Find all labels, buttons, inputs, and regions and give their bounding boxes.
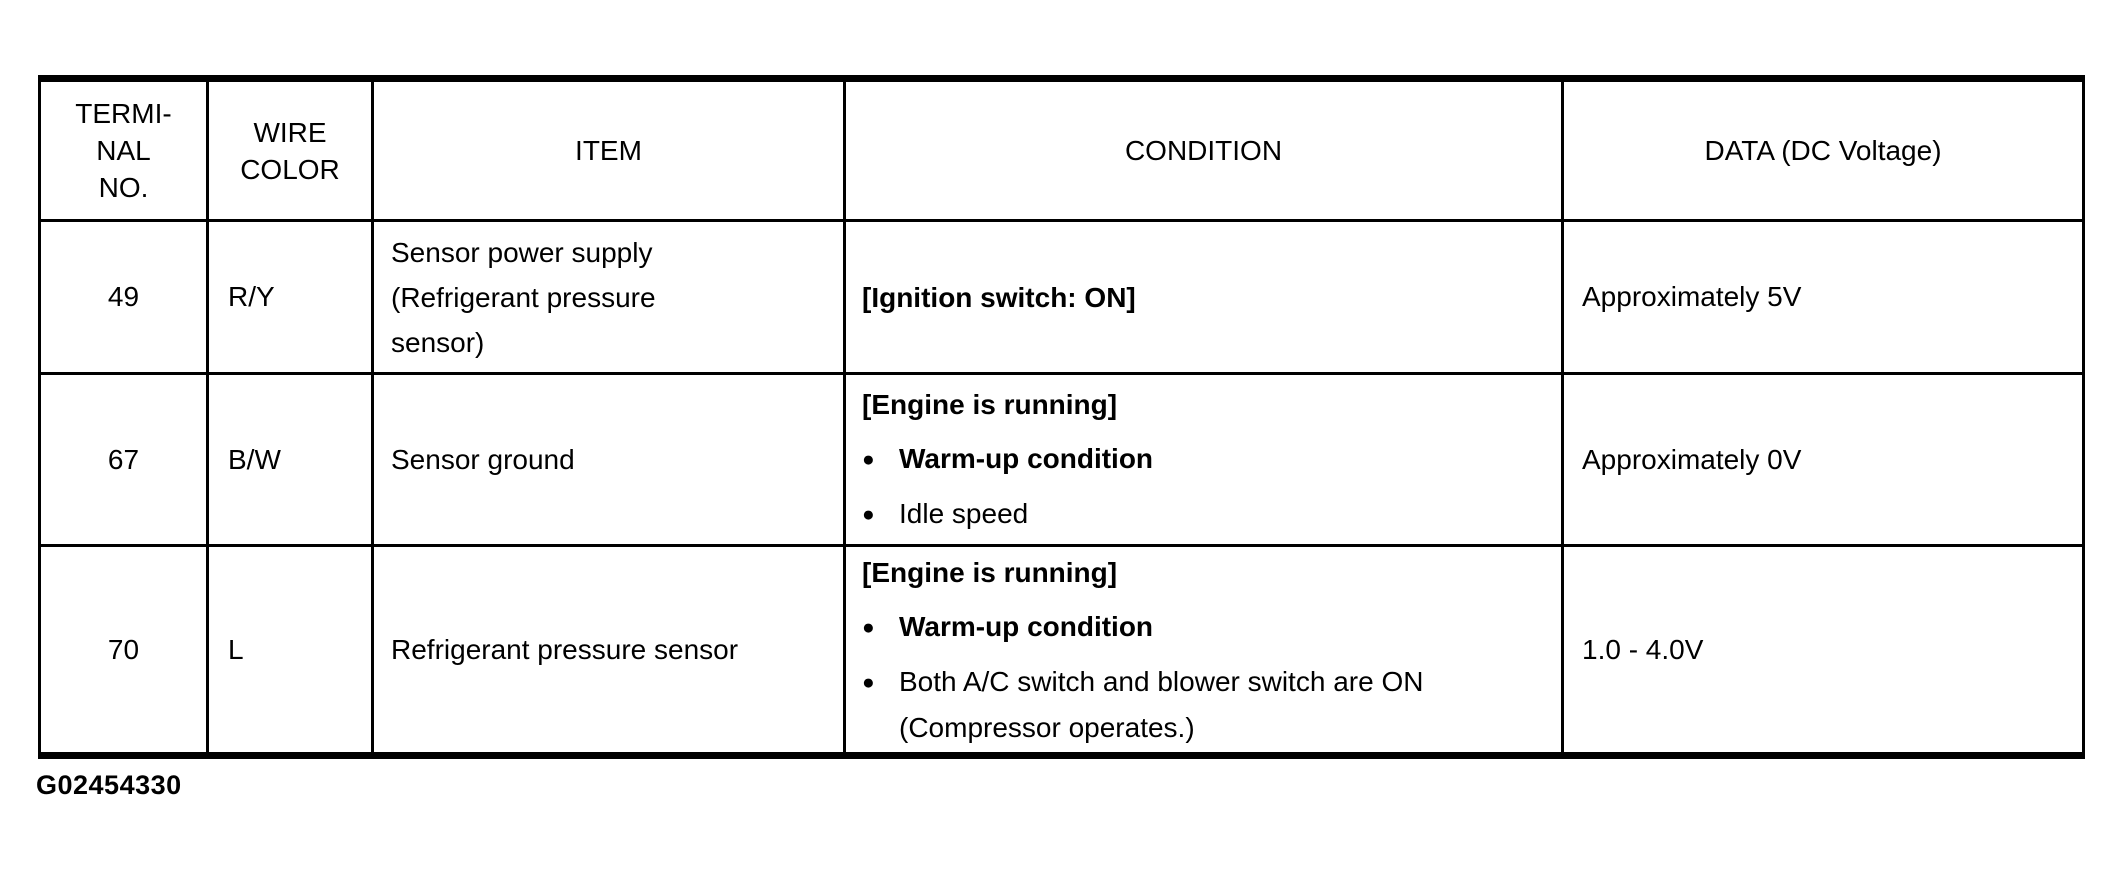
condition-line: ● Both A/C switch and blower switch are O… — [862, 665, 1560, 699]
condition-cell: [Engine is running] ● Warm-up condition ●… — [843, 372, 1564, 547]
condition-line: [Engine is running] — [862, 389, 1118, 420]
bullet-icon: ● — [862, 670, 875, 694]
item-cell: Sensor power supply (Refrigerant pressur… — [371, 219, 846, 375]
header-row: TERMI- NAL NO. WIRE COLOR ITEM CONDITION… — [38, 77, 2085, 222]
data-value-cell: 1.0 - 4.0V — [1561, 544, 2085, 757]
header-wire-color: WIRE COLOR — [206, 77, 374, 222]
table-row-terminal-70: 70 L Refrigerant pressure sensor [Engine… — [38, 544, 2085, 757]
terminal-no-cell: 49 — [38, 219, 209, 375]
wire-color-cell: L — [206, 544, 374, 757]
condition-line-text: Both A/C switch and blower switch are ON — [899, 665, 1424, 697]
data-value-cell: Approximately 5V — [1561, 219, 2085, 375]
condition-lines: [Engine is running] ● Warm-up condition ●… — [862, 388, 1560, 531]
table-row-terminal-49: 49 R/Y Sensor power supply (Refrigerant … — [38, 219, 2085, 375]
header-condition: CONDITION — [843, 77, 1564, 222]
item-cell: Refrigerant pressure sensor — [371, 544, 846, 757]
condition-line-text: Idle speed — [899, 498, 1029, 529]
table-row-terminal-67: 67 B/W Sensor ground [Engine is running]… — [38, 372, 2085, 547]
bullet-icon: ● — [862, 615, 875, 639]
terminal-spec-table: TERMI- NAL NO. WIRE COLOR ITEM CONDITION… — [38, 75, 2085, 759]
data-value-cell: Approximately 0V — [1561, 372, 2085, 547]
condition-cell: [Ignition switch: ON] — [843, 219, 1564, 375]
item-cell: Sensor ground — [371, 372, 846, 547]
condition-line: [Engine is running] — [862, 556, 1118, 588]
condition-line: [Ignition switch: ON] — [862, 281, 1136, 313]
condition-line-text: Warm-up condition — [899, 443, 1154, 474]
condition-line: ● Warm-up condition — [862, 610, 1560, 644]
condition-line: ● Idle speed — [862, 497, 1560, 531]
bullet-icon: ● — [862, 448, 875, 471]
condition-line-continuation: (Compressor operates.) — [899, 711, 1195, 743]
condition-cell: [Engine is running] ● Warm-up condition ●… — [843, 544, 1564, 757]
header-item: ITEM — [371, 77, 846, 222]
condition-line: ● Warm-up condition — [862, 442, 1560, 476]
wire-color-cell: B/W — [206, 372, 374, 547]
header-terminal-no: TERMI- NAL NO. — [38, 77, 209, 222]
condition-lines: [Ignition switch: ON] — [862, 281, 1560, 314]
terminal-no-cell: 70 — [38, 544, 209, 757]
condition-lines: [Engine is running] ● Warm-up condition ●… — [862, 556, 1560, 744]
terminal-no-cell: 67 — [38, 372, 209, 547]
header-data: DATA (DC Voltage) — [1561, 77, 2085, 222]
condition-line-text: Warm-up condition — [899, 610, 1154, 642]
bullet-icon: ● — [862, 503, 875, 526]
wire-color-cell: R/Y — [206, 219, 374, 375]
figure-id-label: G02454330 — [36, 770, 182, 800]
